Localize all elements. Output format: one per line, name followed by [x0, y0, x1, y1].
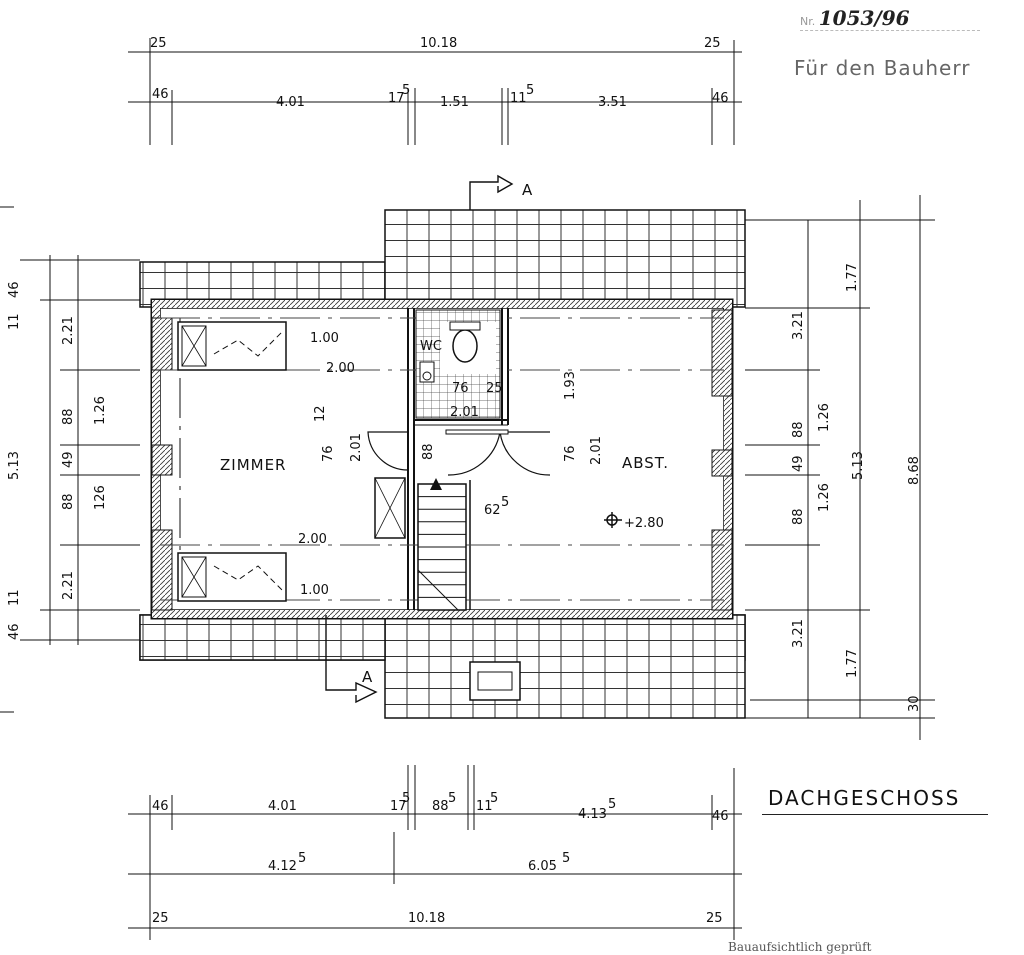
dim-top-outer-left: 25	[150, 36, 167, 51]
section-label-top: A	[522, 181, 533, 199]
dim-left-bot-small3: 46	[7, 623, 22, 640]
stamp-underline	[800, 30, 980, 31]
dim-bot-inner-d-sup: 5	[448, 791, 456, 806]
dimension-lines	[0, 38, 935, 940]
dim-top-outer-right: 25	[704, 36, 721, 51]
level-marker: +2.80	[624, 516, 664, 531]
dim-right-f: 88	[791, 508, 806, 525]
dim-left-e: 88	[61, 493, 76, 510]
dim-wc-b: 25	[486, 381, 503, 396]
dim-right-e: 1.26	[817, 483, 832, 512]
room-label-wc: WC	[420, 339, 442, 354]
dim-right-g: 3.21	[791, 619, 806, 648]
dim-right-j: 1.77	[845, 649, 860, 678]
dim-left-a: 2.21	[61, 316, 76, 345]
wc-room	[415, 309, 501, 419]
dim-bot-inner-f-sup: 5	[608, 797, 616, 812]
bed-top	[177, 321, 287, 371]
dim-right-l: 30	[907, 695, 922, 712]
dim-wc-a: 76	[452, 381, 469, 396]
dim-stair-sup: 5	[501, 495, 509, 510]
dim-left-bot-small: 11	[7, 589, 22, 606]
dim-top-inner-f: 3.51	[598, 95, 627, 110]
dim-top-outer-mid: 10.18	[420, 36, 457, 51]
section-markers	[325, 174, 622, 704]
dim-bot-outer-right: 25	[706, 911, 723, 926]
staircase	[417, 483, 467, 611]
dim-left-c: 88	[61, 408, 76, 425]
dim-stair: 62	[484, 503, 501, 518]
stamp-nr-value: 1053/96	[818, 6, 910, 30]
section-label-bottom: A	[362, 668, 373, 686]
stair-break-line	[417, 569, 459, 611]
dim-door-l-b: 76	[321, 445, 336, 462]
dim-left-top-small3: 46	[7, 281, 22, 298]
dim-left-d: 49	[61, 451, 76, 468]
dim-top-inner-d: 1.51	[440, 95, 469, 110]
dim-bot-inner-e-sup: 5	[490, 791, 498, 806]
dim-left-f: 126	[93, 485, 108, 510]
dim-bed-bot-w: 1.00	[300, 583, 329, 598]
dim-bot-mid-a: 4.12	[268, 859, 297, 874]
dim-bed-top-w: 1.00	[310, 331, 339, 346]
dim-left-top-small: 11	[7, 313, 22, 330]
dim-right-k: 8.68	[907, 456, 922, 485]
stamp-nr-prefix: Nr.	[800, 15, 816, 28]
room-label-abst: ABST.	[622, 454, 669, 472]
dim-bot-mid-a-sup: 5	[298, 851, 306, 866]
dim-bot-inner-b: 4.01	[268, 799, 297, 814]
dim-right-d: 49	[791, 455, 806, 472]
dim-right-a: 3.21	[791, 311, 806, 340]
dim-bot-inner-c: 17	[390, 799, 407, 814]
dim-top-inner-g: 46	[712, 91, 729, 106]
dim-bot-inner-f: 4.13	[578, 807, 607, 822]
dim-right-c: 1.26	[817, 403, 832, 432]
chimney	[374, 477, 406, 539]
dim-door-m: 88	[421, 443, 436, 460]
dim-top-inner-c-sup: 5	[402, 83, 410, 98]
dim-top-inner-c: 17	[388, 91, 405, 106]
drawing-title: DACHGESCHOSS	[768, 786, 961, 810]
dim-door-r-b: 76	[563, 445, 578, 462]
dim-door-l-a: 12	[313, 405, 328, 422]
dim-right-b: 88	[791, 421, 806, 438]
dim-bot-inner-e: 11	[476, 799, 493, 814]
dim-top-inner-b: 4.01	[276, 95, 305, 110]
dim-door-l-c: 2.01	[349, 433, 364, 462]
dim-bed-top-l: 2.00	[326, 361, 355, 376]
stamp-for-builder: Für den Bauherr	[794, 56, 971, 80]
approval-stamp: Bauaufsichtlich geprüft	[728, 940, 872, 954]
dim-left-h: 5.13	[7, 451, 22, 480]
dim-bot-outer-left: 25	[152, 911, 169, 926]
dim-bot-inner-d: 88	[432, 799, 449, 814]
dim-top-inner-a: 46	[152, 87, 169, 102]
exterior-walls	[150, 298, 734, 620]
doors	[367, 429, 551, 476]
dim-bot-inner-a: 46	[152, 799, 169, 814]
dim-bot-inner-c-sup: 5	[402, 791, 410, 806]
dim-left-g: 2.21	[61, 571, 76, 600]
stamp-number: Nr. 1053/96	[800, 6, 910, 30]
dim-top-inner-e-sup: 5	[526, 83, 534, 98]
dim-wc-c: 2.01	[450, 405, 479, 420]
dim-bed-bot-l: 2.00	[298, 532, 327, 547]
dim-top-inner-e: 11	[510, 91, 527, 106]
bed-bottom	[177, 552, 287, 602]
room-label-zimmer: ZIMMER	[220, 456, 286, 474]
dim-bot-outer-mid: 10.18	[408, 911, 445, 926]
dim-left-b: 1.26	[93, 396, 108, 425]
dim-bot-inner-g: 46	[712, 809, 729, 824]
dim-right-i: 1.77	[845, 263, 860, 292]
dim-door-r-e: 2.01	[589, 436, 604, 465]
title-underline	[762, 814, 988, 815]
dim-bot-mid-b-sup: 5	[562, 851, 570, 866]
dim-bot-mid-b: 6.05	[528, 859, 557, 874]
dim-door-r-d: 1.93	[563, 371, 578, 400]
dim-right-h: 5.13	[851, 451, 866, 480]
dimension-labels: 25 10.18 25 46 4.01 17 5 1.51 11 5 3.51 …	[7, 36, 922, 926]
